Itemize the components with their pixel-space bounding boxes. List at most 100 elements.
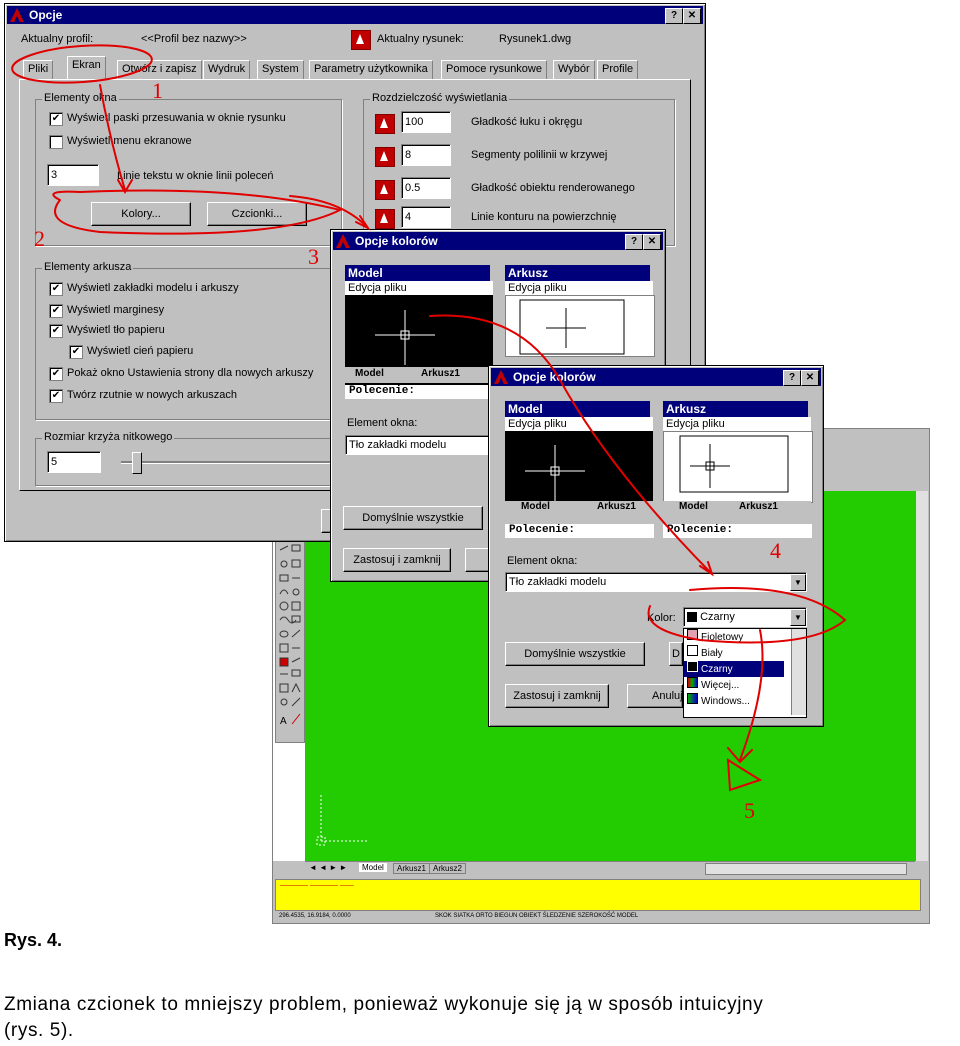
render-smoothness-input[interactable]: 0.5: [401, 177, 451, 199]
autocad-icon: [494, 370, 508, 384]
margins-checkbox[interactable]: ✔: [49, 304, 63, 318]
crosshair-group: Rozmiar krzyża nitkowego: [35, 431, 342, 486]
sheet-preview-sub: Edycja pliku: [505, 281, 653, 295]
color-select-value: Czarny: [700, 611, 735, 623]
text-lines-input[interactable]: 3: [47, 164, 99, 186]
apply-close-button[interactable]: Zastosuj i zamknij: [343, 548, 451, 572]
layout-tabs-checkbox[interactable]: ✔: [49, 282, 63, 296]
command-window[interactable]: ———— ———— ——: [275, 879, 921, 911]
sheet-preview[interactable]: [505, 295, 655, 357]
colors-button[interactable]: Kolory...: [91, 202, 191, 226]
crosshair-size-input[interactable]: 5: [47, 451, 101, 473]
status-coordinates: 296.4535, 16.9184, 0.0000: [279, 913, 351, 919]
apply-close-button[interactable]: Zastosuj i zamknij: [505, 684, 609, 708]
polyline-segments-input[interactable]: 8: [401, 144, 451, 166]
color-dialog-1-titlebar[interactable]: Opcje kolorów ? ✕: [333, 232, 663, 250]
color-option-black[interactable]: Czarny: [684, 661, 784, 677]
model-preview-sub: Edycja pliku: [345, 281, 493, 295]
current-drawing-label: Aktualny rysunek:: [377, 33, 464, 45]
help-title-button[interactable]: ?: [665, 8, 683, 24]
tab-selection[interactable]: Wybór: [553, 60, 595, 80]
tab-open-save[interactable]: Otwórz i zapisz: [117, 60, 202, 80]
sheet-tab-model: Model: [679, 501, 708, 512]
create-viewports-label: Twórz rzutnie w nowych arkuszach: [67, 389, 237, 401]
layout-tab-sheet2[interactable]: Arkusz2: [429, 863, 466, 874]
color-dialog-2-titlebar[interactable]: Opcje kolorów ? ✕: [491, 368, 821, 386]
paper-shadow-label: Wyświetl cień papieru: [87, 345, 194, 357]
color-option-more[interactable]: Więcej...: [684, 677, 806, 693]
sheet-preview-tabs: Model Arkusz1: [663, 501, 811, 515]
help-button[interactable]: D: [669, 642, 683, 666]
tab-display[interactable]: Ekran: [67, 56, 106, 80]
preview-tab-sheet: Arkusz1: [421, 368, 460, 379]
draw-toolbar[interactable]: A: [275, 541, 305, 743]
screen-menu-checkbox[interactable]: [49, 135, 63, 149]
tab-plot[interactable]: Wydruk: [203, 60, 251, 80]
horizontal-scrollbar[interactable]: [705, 863, 907, 875]
page-setup-checkbox[interactable]: ✔: [49, 367, 63, 381]
color-option-white[interactable]: Biały: [684, 645, 806, 661]
tab-system[interactable]: System: [257, 60, 304, 80]
render-smoothness-label: Gładkość obiektu renderowanego: [471, 182, 635, 194]
scrollbars-checkbox[interactable]: ✔: [49, 112, 63, 126]
sheet-preview[interactable]: [663, 431, 813, 503]
resolution-icon-3: [375, 180, 395, 200]
tab-user-preferences[interactable]: Parametry użytkownika: [309, 60, 433, 80]
layout-tabs-label: Wyświetl zakładki modelu i arkuszy: [67, 282, 239, 294]
defaults-all-button[interactable]: Domyślnie wszystkie: [343, 506, 483, 530]
cancel-button[interactable]: Anuluj: [627, 684, 683, 708]
help-title-button[interactable]: ?: [783, 370, 801, 386]
sheet-tab-sheet: Arkusz1: [739, 501, 778, 512]
element-select[interactable]: Tło zakładki modelu: [345, 435, 495, 455]
fonts-button[interactable]: Czcionki...: [207, 202, 307, 226]
paper-background-label: Wyświetl tło papieru: [67, 324, 165, 336]
paper-shadow-checkbox[interactable]: ✔: [69, 345, 83, 359]
close-title-button[interactable]: ✕: [683, 8, 701, 24]
tab-drafting[interactable]: Pomoce rysunkowe: [441, 60, 547, 80]
status-bar: 296.4535, 16.9184, 0.0000 SKOK SIATKA OR…: [275, 911, 925, 921]
contour-lines-label: Linie konturu na powierzchnię: [471, 211, 617, 223]
crosshair-slider-thumb[interactable]: [131, 452, 142, 474]
preview-tab-model: Model: [355, 368, 384, 379]
drawing-icon: [351, 30, 371, 50]
tab-nav-arrows[interactable]: ◄ ◄ ► ►: [309, 863, 348, 872]
sheet-preview-sub: Edycja pliku: [663, 417, 811, 431]
sheet-crosshair-icon: [679, 435, 789, 493]
color-option-magenta[interactable]: Fioletowy: [684, 629, 806, 645]
tab-files[interactable]: Pliki: [23, 60, 54, 80]
element-select[interactable]: Tło zakładki modelu: [505, 572, 807, 592]
scrollbars-label: Wyświetl paski przesuwania w oknie rysun…: [67, 112, 286, 124]
status-mode-buttons[interactable]: SKOK SIATKA ORTO BIEGUN OBIEKT ŚLEDZENIE…: [435, 913, 639, 919]
crosshair-slider-track: [121, 461, 331, 464]
options-titlebar[interactable]: Opcje ? ✕: [7, 6, 703, 24]
white-swatch-icon: [687, 645, 698, 656]
dropdown-scrollbar[interactable]: [791, 629, 806, 715]
current-profile-value: <<Profil bez nazwy>>: [141, 33, 247, 45]
tab-profiles[interactable]: Profile: [597, 60, 639, 80]
arc-smoothness-input[interactable]: 100: [401, 111, 451, 133]
autocad-icon: [10, 8, 24, 22]
resolution-icon-4: [375, 209, 395, 229]
help-title-button[interactable]: ?: [625, 234, 643, 250]
caption-line-2: (rys. 5).: [4, 1020, 74, 1041]
color-select[interactable]: Czarny: [683, 607, 807, 627]
model-preview-tabs: Model Arkusz1: [345, 367, 493, 383]
color-select-arrow-icon[interactable]: ▼: [790, 609, 806, 626]
vertical-scrollbar[interactable]: [915, 491, 928, 861]
text-lines-label: Linie tekstu w oknie linii poleceń: [117, 170, 274, 182]
element-select-arrow-icon[interactable]: ▼: [790, 574, 806, 591]
defaults-all-button[interactable]: Domyślnie wszystkie: [505, 642, 645, 666]
create-viewports-checkbox[interactable]: ✔: [49, 389, 63, 403]
paper-background-checkbox[interactable]: ✔: [49, 324, 63, 338]
close-title-button[interactable]: ✕: [643, 234, 661, 250]
layout-tab-model[interactable]: Model: [359, 863, 387, 872]
color-option-windows[interactable]: Windows...: [684, 693, 806, 709]
element-label: Element okna:: [507, 555, 578, 567]
contour-lines-input[interactable]: 4: [401, 206, 451, 228]
toolbar-icons: A: [279, 544, 301, 727]
color-dropdown-list[interactable]: Fioletowy Biały Czarny Więcej... Windows…: [683, 628, 807, 718]
preview-tab-sheet: Arkusz1: [597, 501, 636, 512]
layout-tab-sheet1[interactable]: Arkusz1: [393, 863, 430, 874]
window-elements-legend: Elementy okna: [42, 92, 119, 104]
close-title-button[interactable]: ✕: [801, 370, 819, 386]
